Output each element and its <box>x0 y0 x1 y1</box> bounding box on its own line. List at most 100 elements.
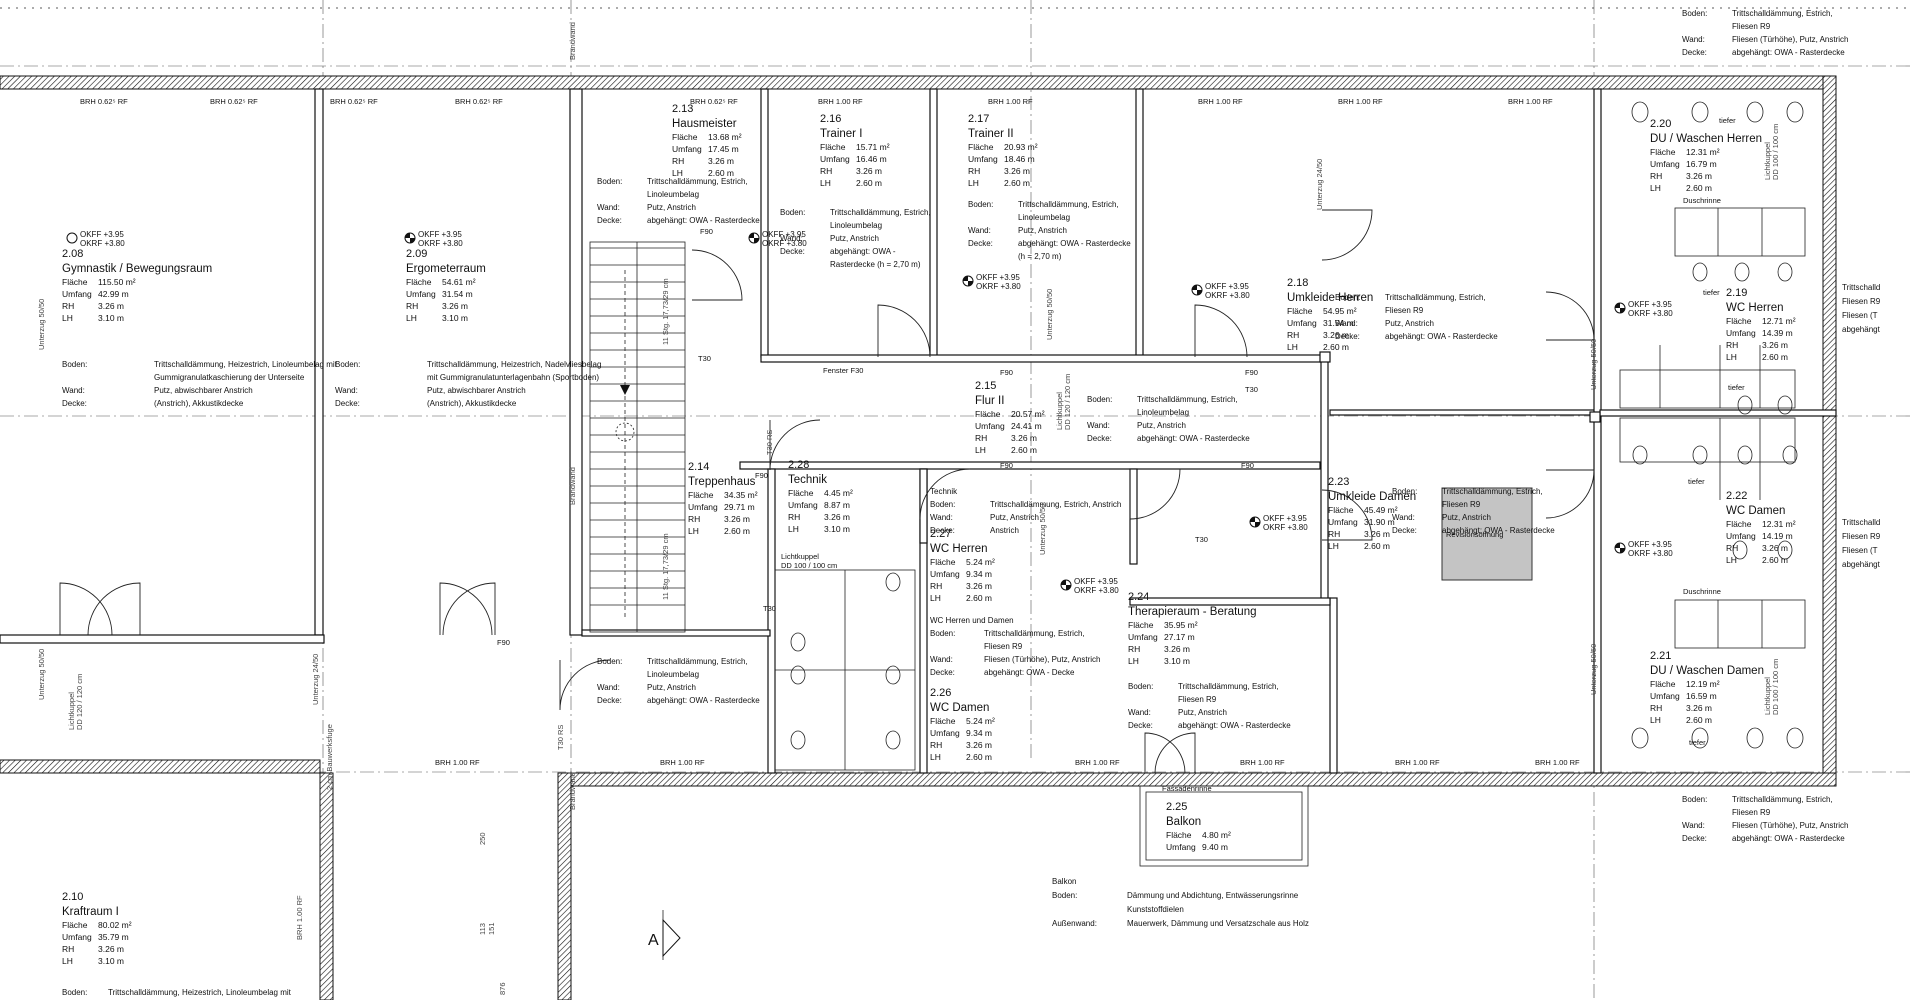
finish-value: Trittschalld <box>1842 518 1880 527</box>
finish-value: Trittschalldämmung, Estrich, <box>1442 487 1543 496</box>
room-number: 2.18 <box>1287 277 1308 289</box>
room-field-label: Fläche <box>1650 679 1676 689</box>
room-field-value: 3.26 m <box>1004 166 1030 176</box>
room-field-value: 2.60 m <box>1364 541 1390 551</box>
room-field-value: 3.26 m <box>856 166 882 176</box>
room-field-label: RH <box>968 166 980 176</box>
room-field-value: 54.61 m² <box>442 277 476 287</box>
beam-label: Unterzug 50/50 <box>1045 289 1054 340</box>
finish-value: Trittschalldämmung, Estrich, <box>984 629 1085 638</box>
firewall-label: Brandwand <box>568 467 577 505</box>
room-field-value: 31.54 m <box>1323 318 1354 328</box>
finish-value: abgehängt: OWA - Rasterdecke <box>1178 721 1291 730</box>
room-field-value: 2.60 m <box>966 593 992 603</box>
technical-shaft: Revisionsöffnung <box>1441 487 1533 581</box>
room-field-label: RH <box>1328 529 1340 539</box>
finish-value: Fliesen R9 <box>1732 808 1771 817</box>
okff-level: OKFF +3.95 <box>80 230 124 239</box>
level-marker-fill <box>405 233 415 243</box>
finish-label: Wand: <box>597 683 620 692</box>
fire-rating-label: F90 <box>1245 368 1258 377</box>
finish-label: Boden: <box>1128 682 1153 691</box>
finish-label: Decke: <box>1682 48 1707 57</box>
room-field-label: RH <box>1726 340 1738 350</box>
expansion-joint-label: 2 cm Bauwerksfuge <box>325 724 334 790</box>
room-number: 2.25 <box>1166 801 1187 813</box>
finish-value: Trittschalldämmung, Estrich, <box>647 177 748 186</box>
room-number: 2.19 <box>1726 287 1747 299</box>
finish-value: abgehängt: OWA - Rasterdecke <box>1385 332 1498 341</box>
room-name: DU / Waschen Damen <box>1650 665 1764 677</box>
room-field-value: 3.26 m <box>1323 330 1349 340</box>
room-field-label: Umfang <box>820 154 850 164</box>
room-field-value: 3.26 m <box>1762 340 1788 350</box>
dimension-value: 151 <box>487 922 496 935</box>
room-field-value: 34.35 m² <box>724 490 758 500</box>
room-field-label: RH <box>406 301 418 311</box>
room-field-label: Umfang <box>1726 328 1756 338</box>
window-sill-height: BRH 0.62⁵ RF <box>690 97 738 106</box>
room-field-label: Fläche <box>1726 519 1752 529</box>
room-field-label: Umfang <box>1128 632 1158 642</box>
room-number: 2.08 <box>62 248 83 260</box>
window-rating-label: Fenster F30 <box>823 366 863 375</box>
finish-value: abgehängt: OWA - Rasterdecke <box>1137 434 1250 443</box>
finish-value: Fliesen R9 <box>1842 297 1881 306</box>
okff-level: OKFF +3.95 <box>1628 540 1672 549</box>
skylight-label: Lichtkuppel <box>1763 142 1772 180</box>
firewall-label: Brandwand <box>568 22 577 60</box>
room-field-value: 20.93 m² <box>1004 142 1038 152</box>
window-sill-height: BRH 0.62⁵ RF <box>330 97 378 106</box>
room-number: 2.28 <box>788 459 809 471</box>
finish-label: Decke: <box>1128 721 1153 730</box>
skylight-size-label: DD 120 / 120 cm <box>75 674 84 730</box>
room-field-value: 2.60 m <box>966 752 992 762</box>
finish-value: Fliesen (Türhöhe), Putz, Anstrich <box>1732 35 1849 44</box>
room-field-value: 24.41 m <box>1011 421 1042 431</box>
room-field-value: 9.34 m <box>966 728 992 738</box>
door-rating-label: T30 <box>1245 385 1258 394</box>
room-field-label: RH <box>930 740 942 750</box>
finish-value: Linoleumbelag <box>647 190 699 199</box>
stair-run-label: 11 Stg. 17,73/29 cm <box>661 533 670 600</box>
fire-rating-label: F90 <box>755 471 768 480</box>
okrf-level: OKRF +3.80 <box>80 239 125 248</box>
room-field-label: Fläche <box>62 920 88 930</box>
room-field-value: 3.26 m <box>1164 644 1190 654</box>
room-field-value: 8.87 m <box>824 500 850 510</box>
finish-value: Fliesen R9 <box>1178 695 1217 704</box>
room-field-value: 2.60 m <box>1004 178 1030 188</box>
room-field-value: 3.26 m <box>724 514 750 524</box>
finish-value: Putz, Anstrich <box>1442 513 1491 522</box>
room-name: WC Herren <box>1726 302 1784 314</box>
finish-value: abgehängt: OWA - Rasterdecke <box>1732 834 1845 843</box>
room-field-label: Umfang <box>930 728 960 738</box>
room-number: 2.14 <box>688 461 709 473</box>
room-field-label: Umfang <box>1166 842 1196 852</box>
room-field-label: Umfang <box>1328 517 1358 527</box>
room-field-label: LH <box>930 593 941 603</box>
room-field-value: 3.10 m <box>98 956 124 966</box>
skylight-size-label: DD 100 / 100 cm <box>1771 659 1780 715</box>
finish-value: Mauerwerk, Dämmung und Versatzschale aus… <box>1127 919 1309 928</box>
level-marker-fill <box>1615 543 1625 553</box>
okff-level: OKFF +3.95 <box>762 230 806 239</box>
room-name: DU / Waschen Herren <box>1650 133 1762 145</box>
firewall-label: Brandwand <box>568 772 577 810</box>
room-field-label: LH <box>688 526 699 536</box>
level-marker-fill <box>1192 285 1202 295</box>
room-number: 2.09 <box>406 248 427 260</box>
finish-value: abgehängt: OWA - Rasterdecke <box>1018 239 1131 248</box>
skylight-label: Lichtkuppel <box>1763 677 1772 715</box>
finish-value: Putz, Anstrich <box>647 683 696 692</box>
finish-label: Decke: <box>1335 332 1360 341</box>
staircase <box>589 241 686 633</box>
finish-label: Boden: <box>1052 891 1077 900</box>
window-sill-height: BRH 1.00 RF <box>1508 97 1553 106</box>
finish-label: Decke: <box>1392 526 1417 535</box>
window-sill-height: BRH 1.00 RF <box>660 758 705 767</box>
finish-value: Putz, Anstrich <box>1018 226 1067 235</box>
room-field-label: RH <box>1128 644 1140 654</box>
room-field-value: 12.31 m² <box>1686 147 1720 157</box>
section-label: A <box>648 932 659 949</box>
